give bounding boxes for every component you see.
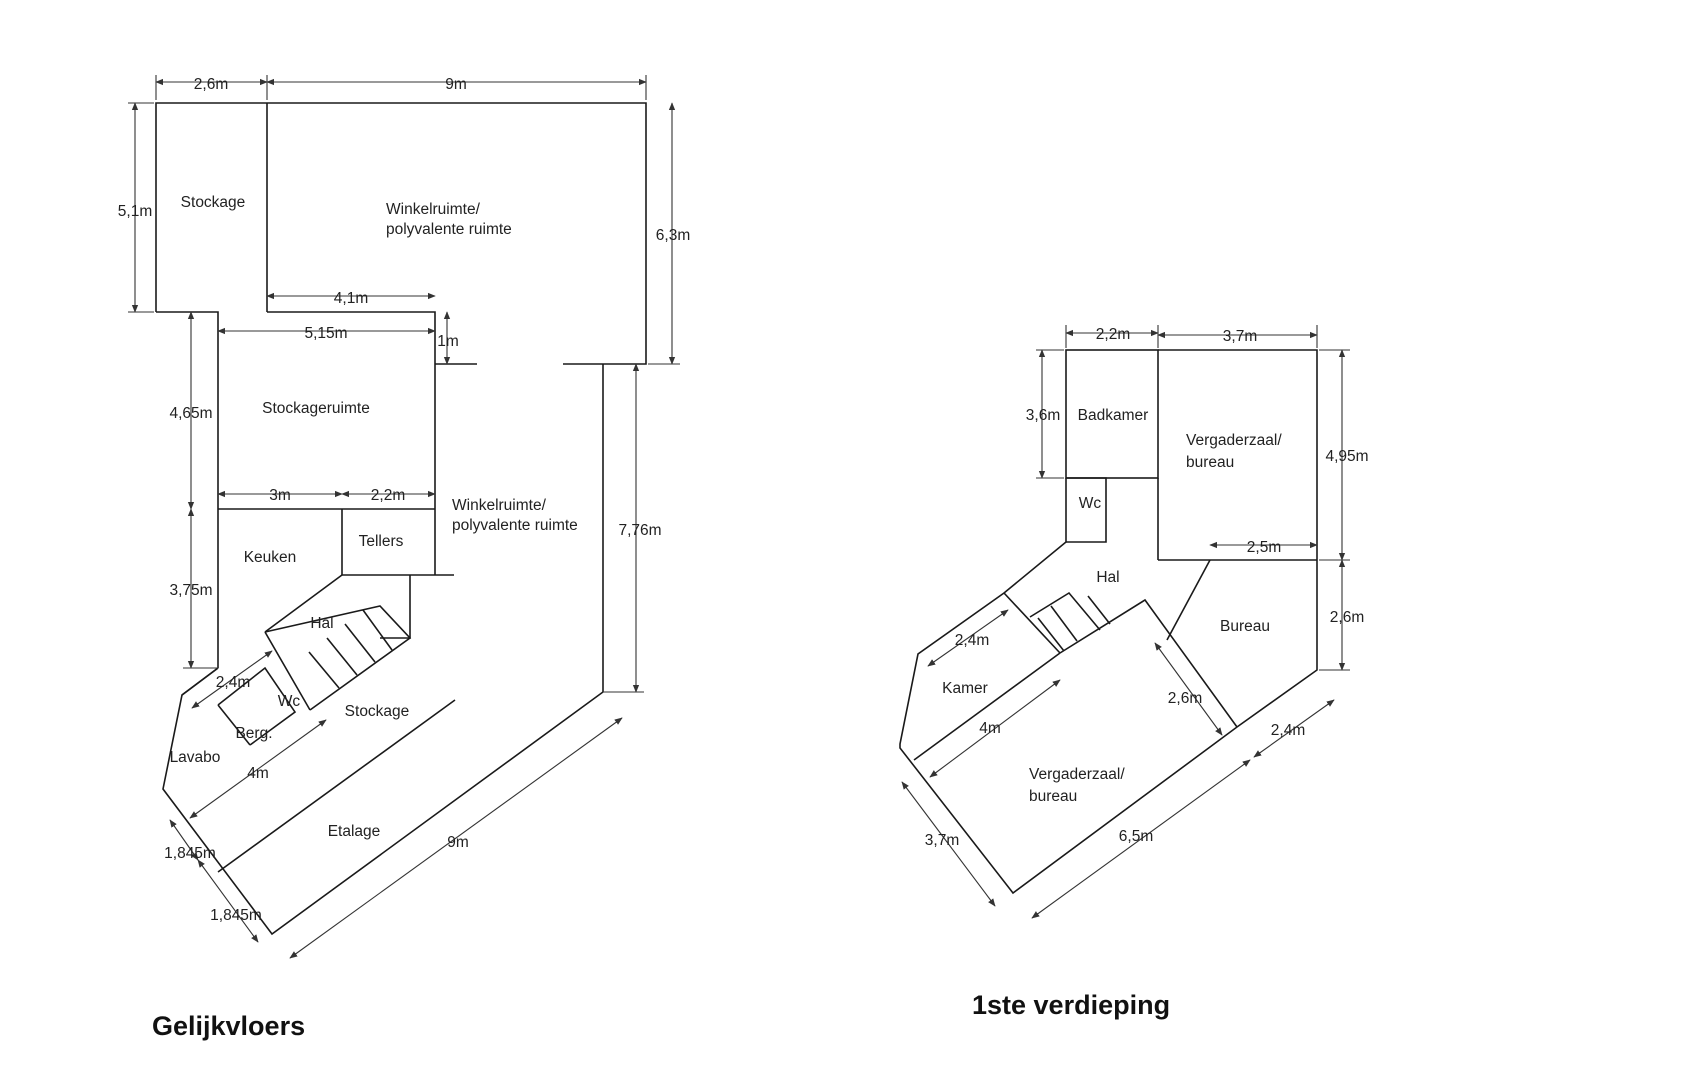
dim-label-2-2m-first: 2,2m [1096, 326, 1130, 343]
dim-label-2-4m-right: 2,4m [1271, 722, 1305, 739]
dim-label-4m-first: 4m [979, 720, 1001, 737]
room-label-winkelruimte-mid-line2: polyvalente ruimte [452, 517, 578, 534]
room-label-winkelruimte-top-line2: polyvalente ruimte [386, 221, 512, 238]
dim-label-3-75m: 3,75m [169, 582, 212, 599]
room-label-badkamer: Badkamer [1078, 407, 1149, 424]
ground-floor-dimension-lines [128, 75, 680, 959]
dim-label-9m-top: 9m [445, 76, 467, 93]
dim-label-2-6m: 2,6m [194, 76, 228, 93]
room-label-stockage-top: Stockage [181, 194, 246, 211]
dim-label-4-95m: 4,95m [1325, 448, 1368, 465]
dim-label-1-845m-a: 1,845m [164, 845, 216, 862]
first-floor-dimension-lines [901, 325, 1350, 919]
room-label-winkelruimte-top-line1: Winkelruimte/ [386, 201, 481, 218]
room-label-vergaderzaal-top-line1: Vergaderzaal/ [1186, 432, 1282, 449]
dim-label-4-1m: 4,1m [334, 290, 368, 307]
dim-label-4-65m: 4,65m [169, 405, 212, 422]
room-label-vergaderzaal-low-line2: bureau [1029, 788, 1077, 805]
room-label-wc-first: Wc [1079, 495, 1102, 512]
dim-label-2-4m: 2,4m [216, 674, 250, 691]
room-label-kamer: Kamer [942, 680, 988, 697]
dim-label-5-1m: 5,1m [118, 203, 152, 220]
room-label-berg: Berg. [235, 725, 272, 742]
dim-label-2-4m-left: 2,4m [955, 632, 989, 649]
ground-floor-labels: Stockage Winkelruimte/ polyvalente ruimt… [118, 76, 690, 1041]
room-label-lavabo: Lavabo [170, 749, 221, 766]
room-label-hal-first: Hal [1096, 569, 1119, 586]
dim-label-6-3m: 6,3m [656, 227, 690, 244]
room-label-etalage: Etalage [328, 823, 381, 840]
dim-label-9m-diagonal: 9m [447, 834, 469, 851]
dim-label-1-845m-b: 1,845m [210, 907, 262, 924]
dim-label-2-6m-diagonal: 2,6m [1168, 690, 1202, 707]
dim-label-1m: 1m [437, 333, 459, 350]
dim-label-3-6m: 3,6m [1026, 407, 1060, 424]
room-label-stockage-low: Stockage [345, 703, 410, 720]
dim-label-7-76m: 7,76m [618, 522, 661, 539]
dim-label-2-6m-right: 2,6m [1330, 609, 1364, 626]
room-label-vergaderzaal-low-line1: Vergaderzaal/ [1029, 766, 1125, 783]
room-label-keuken: Keuken [244, 549, 297, 566]
room-label-stockageruimte: Stockageruimte [262, 400, 370, 417]
ground-floor-title: Gelijkvloers [152, 1011, 305, 1041]
dim-label-3m: 3m [269, 487, 291, 504]
dim-label-3-7m-low: 3,7m [925, 832, 959, 849]
dim-label-2-5m: 2,5m [1247, 539, 1281, 556]
dim-label-5-15m: 5,15m [304, 325, 347, 342]
first-floor-plan: Badkamer Vergaderzaal/ bureau Wc Hal Bur… [899, 325, 1369, 1020]
ground-floor-plan: Stockage Winkelruimte/ polyvalente ruimt… [118, 75, 690, 1041]
room-label-tellers: Tellers [359, 533, 404, 550]
room-label-wc: Wc [278, 693, 301, 710]
room-label-vergaderzaal-top-line2: bureau [1186, 454, 1234, 471]
dim-label-3-7m-top: 3,7m [1223, 328, 1257, 345]
dim-label-4m: 4m [247, 765, 269, 782]
room-label-bureau: Bureau [1220, 618, 1270, 635]
dim-label-2-2m: 2,2m [371, 487, 405, 504]
room-label-winkelruimte-mid-line1: Winkelruimte/ [452, 497, 547, 514]
room-label-hal: Hal [310, 615, 333, 632]
first-floor-labels: Badkamer Vergaderzaal/ bureau Wc Hal Bur… [925, 326, 1369, 1020]
first-floor-title: 1ste verdieping [972, 990, 1170, 1020]
dim-label-6-5m: 6,5m [1119, 828, 1153, 845]
